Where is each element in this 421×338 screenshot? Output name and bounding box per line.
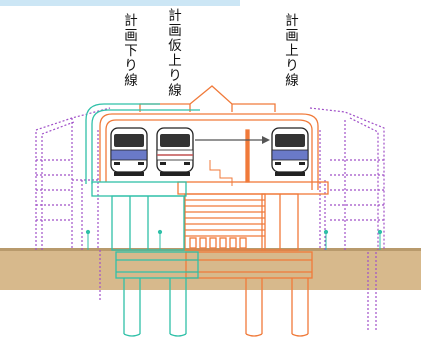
planned-viaduct-structure xyxy=(99,85,329,337)
label-planned-temporary-up-line: 計 画 仮 上 り 線 xyxy=(168,8,182,99)
existing-viaduct-structure xyxy=(85,103,200,337)
train-icon xyxy=(110,127,148,176)
ground xyxy=(0,250,421,290)
existing-building-outline xyxy=(35,107,385,330)
label-planned-up-line: 計 画 上 り 線 xyxy=(285,13,299,89)
label-planned-down-line: 計 画 下 り 線 xyxy=(124,13,138,89)
train-icon xyxy=(271,127,309,176)
sky-band xyxy=(0,0,240,6)
train-icon xyxy=(156,127,194,176)
ground-posts xyxy=(85,229,383,250)
arrow-icon xyxy=(195,136,270,144)
